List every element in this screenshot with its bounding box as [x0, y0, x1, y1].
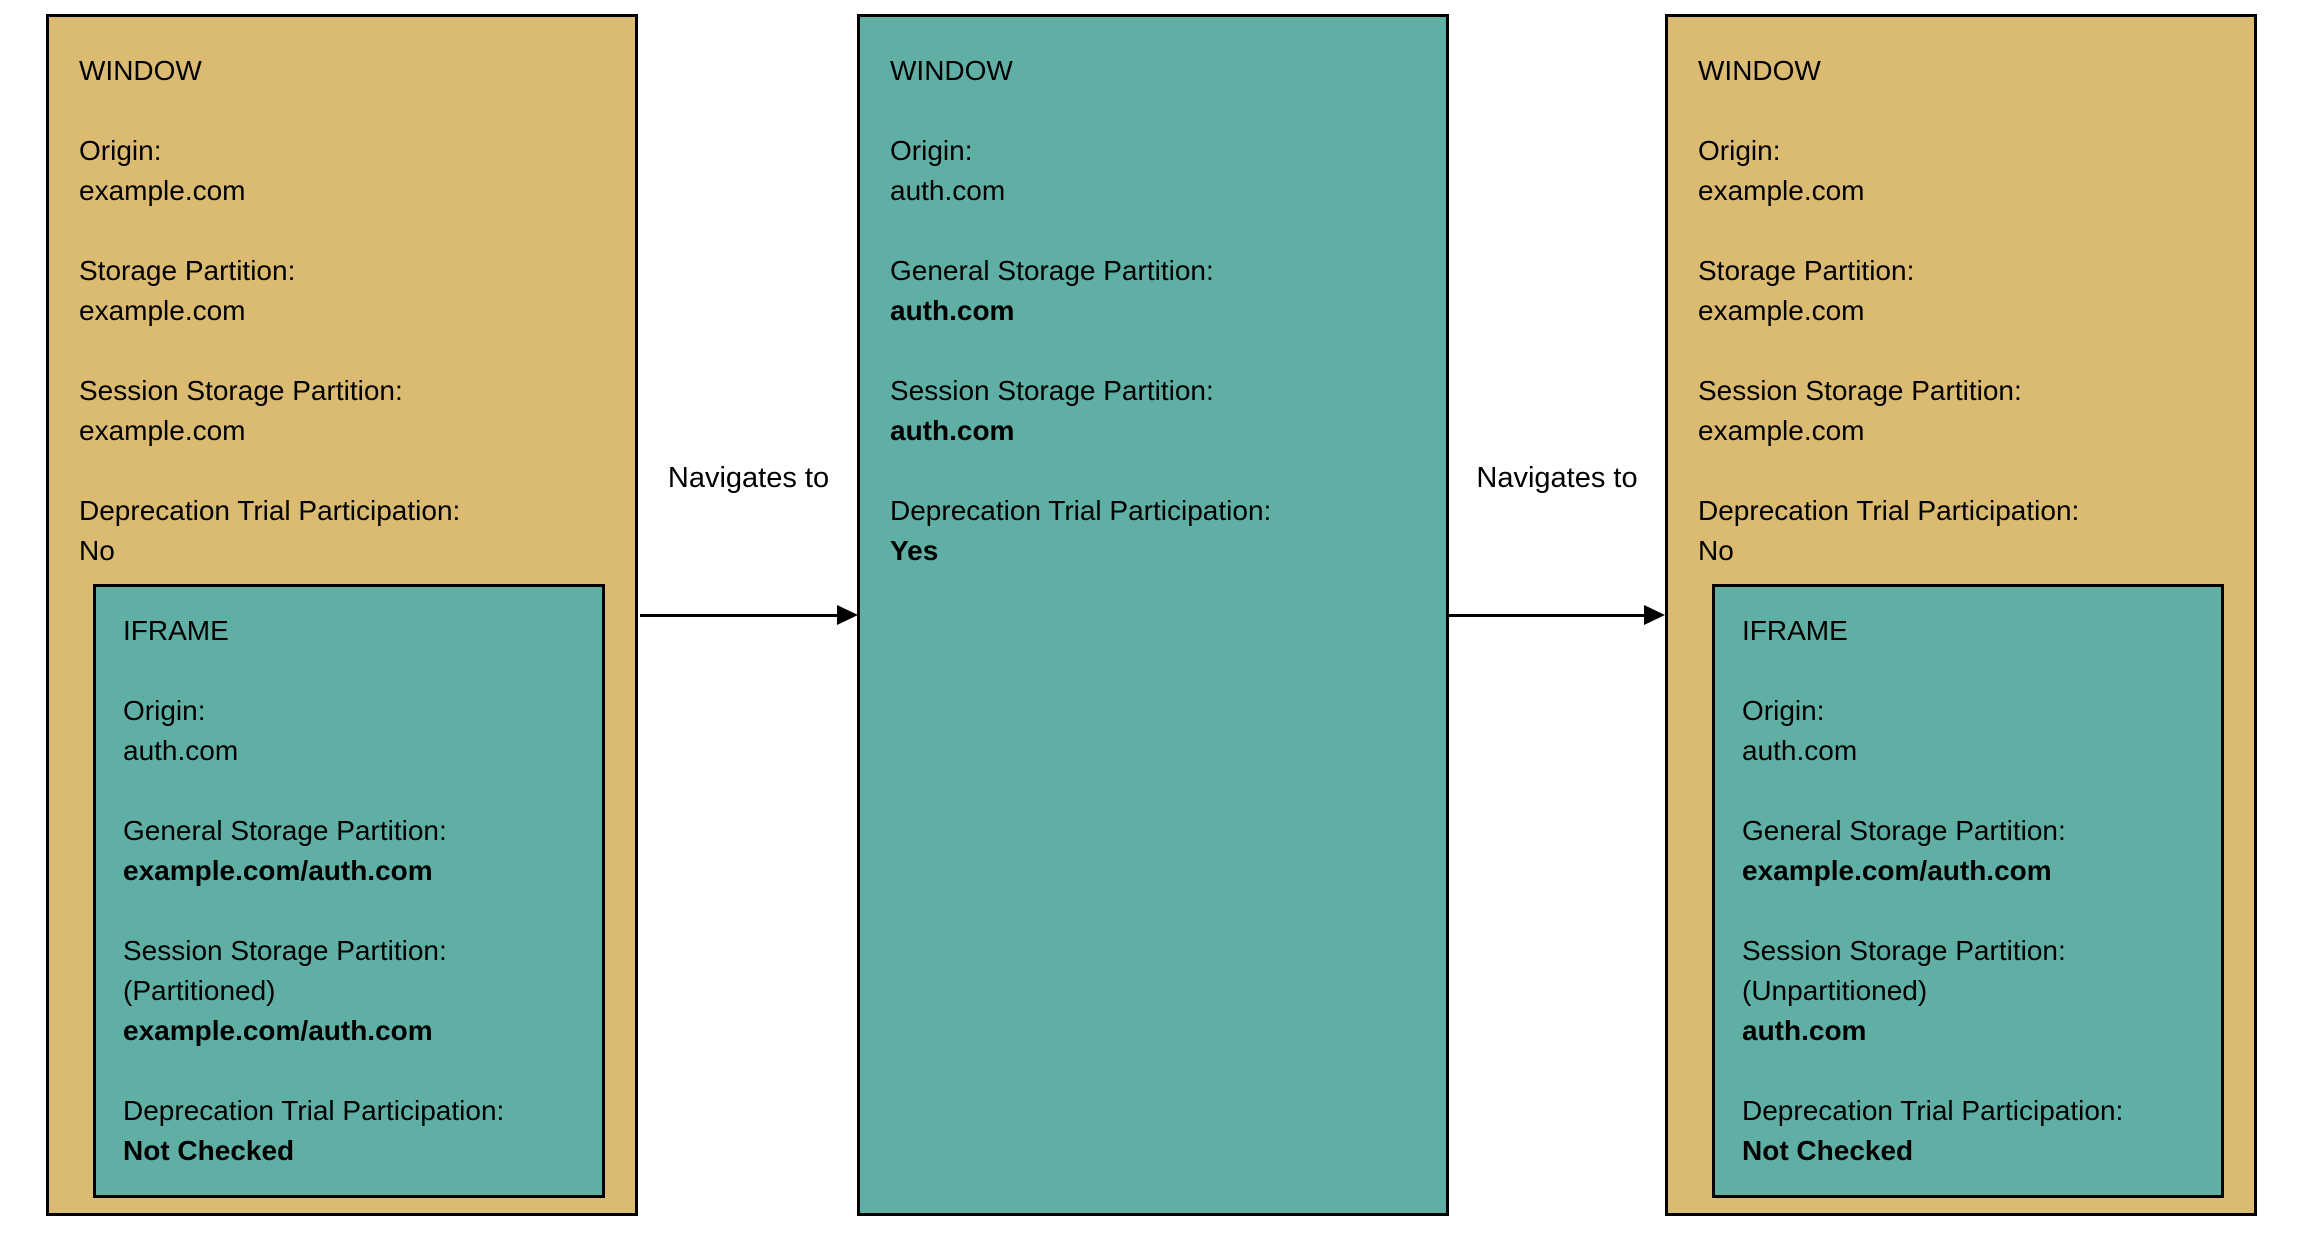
field-value: example.com: [79, 175, 246, 206]
field-label: Session Storage Partition:: [1698, 375, 2022, 406]
field-general-storage-partition: General Storage Partition: example.com/a…: [1742, 811, 2211, 891]
field-storage-partition: Storage Partition: example.com: [79, 251, 615, 331]
field-deprecation-trial: Deprecation Trial Participation: Not Che…: [1742, 1091, 2211, 1171]
field-value: auth.com: [123, 735, 239, 766]
field-value: example.com: [1698, 295, 1865, 326]
field-label: Session Storage Partition:: [123, 935, 447, 966]
field-label: General Storage Partition:: [123, 815, 447, 846]
field-deprecation-trial: Deprecation Trial Participation: No: [79, 491, 615, 571]
field-value: example.com/auth.com: [123, 1015, 433, 1046]
field-label: Storage Partition:: [1698, 255, 1915, 286]
window-node-1: WINDOW Origin: example.com Storage Parti…: [46, 14, 638, 1216]
field-label: Session Storage Partition:: [890, 375, 1214, 406]
field-session-storage-partition: Session Storage Partition: example.com: [79, 371, 615, 451]
field-label: Session Storage Partition:: [79, 375, 403, 406]
arrowhead-icon: [837, 605, 858, 625]
field-value: No: [79, 535, 115, 566]
field-storage-partition: Storage Partition: example.com: [1698, 251, 2234, 331]
iframe-node-2: IFRAME Origin: auth.com General Storage …: [1712, 584, 2224, 1198]
arrowhead-icon: [1644, 605, 1665, 625]
node-title: WINDOW: [1698, 55, 1821, 86]
field-origin: Origin: example.com: [79, 131, 615, 211]
field-label: Deprecation Trial Participation:: [1698, 495, 2080, 526]
field-label: Session Storage Partition:: [1742, 935, 2066, 966]
field-label: Deprecation Trial Participation:: [890, 495, 1272, 526]
navigates-arrow: [1449, 614, 1645, 617]
field-label: Storage Partition:: [79, 255, 296, 286]
field-value: No: [1698, 535, 1734, 566]
field-label: Origin:: [79, 135, 162, 166]
field-value: auth.com: [890, 295, 1015, 326]
field-label: Origin:: [1698, 135, 1781, 166]
field-label: Origin:: [890, 135, 973, 166]
field-origin: Origin: auth.com: [123, 691, 592, 771]
field-label: General Storage Partition:: [890, 255, 1214, 286]
arrow-label: Navigates to: [667, 462, 830, 494]
iframe-node-1: IFRAME Origin: auth.com General Storage …: [93, 584, 605, 1198]
field-session-storage-partition: Session Storage Partition: auth.com: [890, 371, 1426, 451]
node-title: WINDOW: [890, 55, 1013, 86]
field-deprecation-trial: Deprecation Trial Participation: Not Che…: [123, 1091, 592, 1171]
node-title: WINDOW: [79, 55, 202, 86]
field-value: auth.com: [1742, 735, 1858, 766]
field-label: Origin:: [1742, 695, 1825, 726]
node-title: IFRAME: [123, 615, 229, 646]
field-value: example.com: [79, 295, 246, 326]
field-general-storage-partition: General Storage Partition: example.com/a…: [123, 811, 592, 891]
field-value: example.com: [1698, 175, 1865, 206]
field-label: General Storage Partition:: [1742, 815, 2066, 846]
field-note: (Unpartitioned): [1742, 975, 1928, 1006]
window-node-2: WINDOW Origin: auth.com General Storage …: [857, 14, 1449, 1216]
field-value: auth.com: [890, 175, 1006, 206]
field-label: Origin:: [123, 695, 206, 726]
field-origin: Origin: example.com: [1698, 131, 2234, 211]
field-value: example.com: [79, 415, 246, 446]
field-session-storage-partition: Session Storage Partition: example.com: [1698, 371, 2234, 451]
field-value: example.com/auth.com: [1742, 855, 2052, 886]
field-value: auth.com: [1742, 1015, 1867, 1046]
field-value: Not Checked: [1742, 1135, 1914, 1166]
field-deprecation-trial: Deprecation Trial Participation: Yes: [890, 491, 1426, 571]
field-note: (Partitioned): [123, 975, 276, 1006]
field-value: Yes: [890, 535, 939, 566]
field-deprecation-trial: Deprecation Trial Participation: No: [1698, 491, 2234, 571]
field-general-storage-partition: General Storage Partition: auth.com: [890, 251, 1426, 331]
field-label: Deprecation Trial Participation:: [123, 1095, 505, 1126]
field-label: Deprecation Trial Participation:: [1742, 1095, 2124, 1126]
field-value: example.com/auth.com: [123, 855, 433, 886]
node-title: IFRAME: [1742, 615, 1848, 646]
field-value: auth.com: [890, 415, 1015, 446]
field-value: example.com: [1698, 415, 1865, 446]
field-origin: Origin: auth.com: [1742, 691, 2211, 771]
field-origin: Origin: auth.com: [890, 131, 1426, 211]
navigates-arrow: [640, 614, 838, 617]
window-node-3: WINDOW Origin: example.com Storage Parti…: [1665, 14, 2257, 1216]
field-label: Deprecation Trial Participation:: [79, 495, 461, 526]
field-value: Not Checked: [123, 1135, 295, 1166]
field-session-storage-partition: Session Storage Partition: (Unpartitione…: [1742, 931, 2211, 1051]
arrow-label: Navigates to: [1476, 462, 1638, 494]
field-session-storage-partition: Session Storage Partition: (Partitioned)…: [123, 931, 592, 1051]
